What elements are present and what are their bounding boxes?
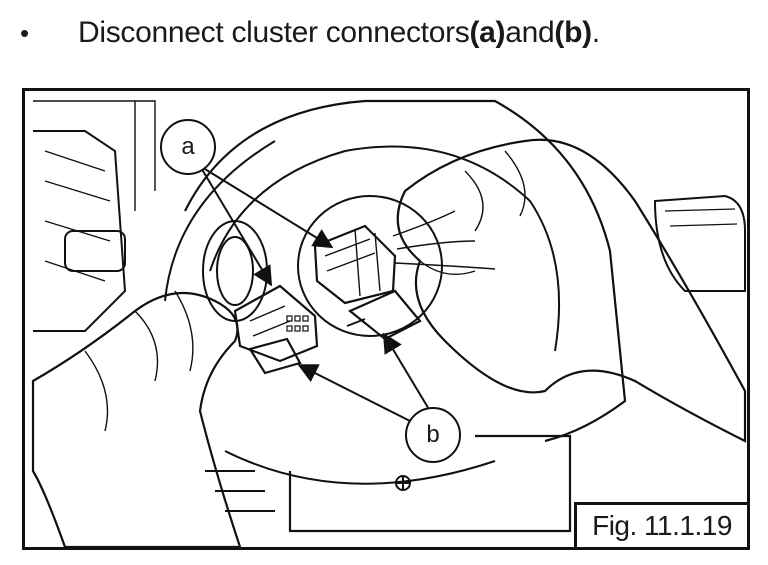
callout-a: a [160, 119, 216, 175]
connector-b-lower [248, 337, 302, 375]
left-frame [33, 100, 156, 211]
bracket-ribs [205, 470, 275, 512]
left-hand [31, 291, 242, 547]
instruction-text-after: . [591, 16, 600, 49]
instruction-label-b: (b) [554, 16, 592, 49]
instruction-label-a: (a) [469, 16, 506, 49]
callout-b: b [405, 407, 461, 463]
lower-bracket [288, 434, 572, 533]
leader-a-to-lower [199, 165, 273, 287]
right-hand [396, 138, 747, 443]
figure-caption: Fig. 11.1.19 [574, 502, 747, 547]
leader-b-to-top [382, 332, 434, 417]
connector-b-top [347, 289, 422, 341]
instruction-line: • Disconnect cluster connectors (a) and … [20, 10, 600, 56]
figure-panel: a b Fig. 11.1.19 [22, 88, 750, 550]
housing-outline [184, 99, 627, 443]
connector-pins [286, 315, 309, 332]
instruction-text-middle: and [505, 16, 555, 49]
technical-illustration [31, 99, 747, 547]
housing-inner-ring [209, 145, 561, 352]
left-cylinder [64, 230, 126, 272]
bullet: • [20, 17, 29, 48]
connector-a-lower [233, 284, 319, 363]
left-mechanism [33, 130, 127, 332]
central-cutout [297, 195, 443, 337]
leader-b-to-lower [297, 364, 411, 422]
instruction-text-before: Disconnect cluster connectors [78, 16, 470, 49]
wire-bundle [392, 210, 496, 270]
housing-lower-curve [224, 450, 496, 485]
bracket-screw [395, 475, 411, 491]
leader-a-to-top [199, 165, 334, 249]
right-handle [653, 194, 746, 292]
housing-rim [164, 140, 276, 302]
